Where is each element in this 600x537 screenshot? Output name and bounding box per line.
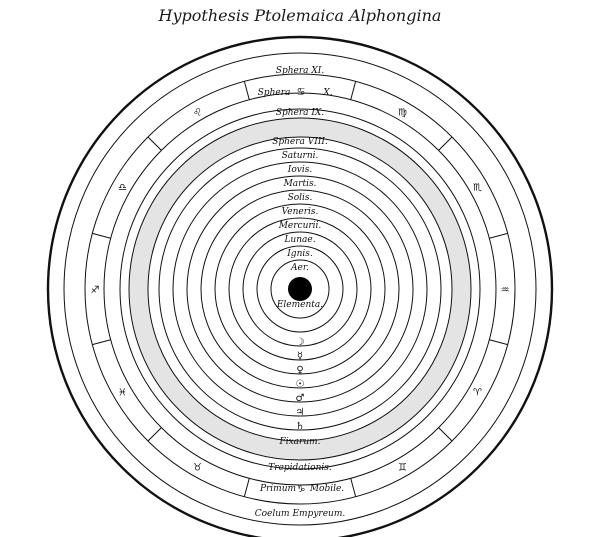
sphere-label-6: Iovis. [287, 165, 313, 175]
sphere-label-1: Sphera [258, 88, 291, 98]
sphere-ring-1 [84, 73, 516, 505]
zodiac-symbol-5: ♐ [91, 285, 100, 296]
sphera-x-symbol: ♋ [297, 87, 306, 98]
coelum-empyreum-label: Coelum Empyreum. [255, 509, 346, 519]
zodiac-tick [350, 81, 357, 100]
sphere-label-11: Lunae. [283, 235, 315, 245]
zodiac-symbol-7: ♒ [501, 285, 510, 296]
planet-symbol-0: ☽ [296, 337, 305, 348]
sphere-ring-6 [186, 175, 414, 403]
primum-mobile-symbol: ♑ [297, 484, 306, 495]
zodiac-symbol-3: ♎ [118, 183, 127, 194]
earth-globe [288, 277, 312, 301]
outer-boundary-ring [46, 35, 554, 537]
elementa-label: Elementa. [276, 300, 323, 310]
zodiac-symbol-8: ♓ [118, 388, 127, 399]
sphere-label-13: Aer. [290, 263, 309, 273]
sphere-ring-12 [270, 259, 330, 319]
sphere-label-5: Saturni. [282, 151, 319, 161]
planet-symbol-3: ☉ [296, 379, 305, 390]
planet-symbol-4: ♂ [296, 393, 305, 404]
zodiac-tick [243, 81, 250, 100]
planet-symbol-6: ♄ [296, 421, 305, 432]
sphere-ring-0 [63, 52, 537, 526]
planet-symbol-1: ☿ [297, 351, 303, 362]
zodiac-tick [438, 427, 453, 442]
zodiac-tick [243, 478, 250, 497]
sphere-ring-3 [119, 108, 481, 470]
sphere-ring-10 [242, 231, 358, 347]
zodiac-symbol-1: ♌ [193, 107, 202, 118]
sphere-label-7: Martis. [283, 179, 317, 189]
zodiac-tick [147, 427, 162, 442]
sphere-label-9: Veneris. [282, 207, 319, 217]
sphere-ring-11 [256, 245, 344, 333]
sphere-label-12: Ignis. [286, 249, 313, 259]
planet-symbol-2: ♀ [296, 365, 303, 376]
zodiac-tick [147, 136, 162, 151]
sphere-ring-4 [158, 147, 442, 431]
zodiac-tick [92, 339, 111, 346]
sphere-label-2: X. [322, 88, 332, 98]
primum-label: Primum [259, 484, 296, 494]
sphere-label-3: Sphera IX. [276, 108, 325, 118]
zodiac-tick [438, 136, 453, 151]
sphere-ring-8 [214, 203, 386, 375]
trepidationis-label: Trepidationis. [268, 463, 332, 473]
zodiac-tick [92, 232, 111, 239]
sphere-label-0: Sphera XI. [276, 66, 325, 76]
zodiac-tick [489, 232, 508, 239]
zodiac-symbol-4: ♏ [473, 183, 482, 194]
zodiac-symbol-2: ♍ [398, 107, 407, 118]
zodiac-tick [489, 339, 508, 346]
planet-symbol-5: ♃ [296, 407, 305, 418]
zodiac-symbol-9: ♈ [473, 388, 482, 399]
sphere-label-4: Sphera VIII. [272, 137, 328, 147]
zodiac-symbol-10: ♉ [193, 463, 202, 474]
sphere-ring-7 [200, 189, 400, 389]
page-title: Hypothesis Ptolemaica Alphongina [158, 6, 442, 25]
sphere-ring-2 [103, 92, 497, 486]
zodiac-tick [350, 478, 357, 497]
fixarum-label: Fixarum. [278, 437, 320, 447]
sphere-label-8: Solis. [288, 193, 313, 203]
sphere-label-10: Mercurii. [278, 221, 322, 231]
sphere-ring-5 [172, 161, 428, 417]
zodiac-symbol-11: ♊ [398, 463, 407, 474]
sphere-ring-9 [228, 217, 372, 361]
mobile-label: Mobile. [309, 484, 344, 494]
